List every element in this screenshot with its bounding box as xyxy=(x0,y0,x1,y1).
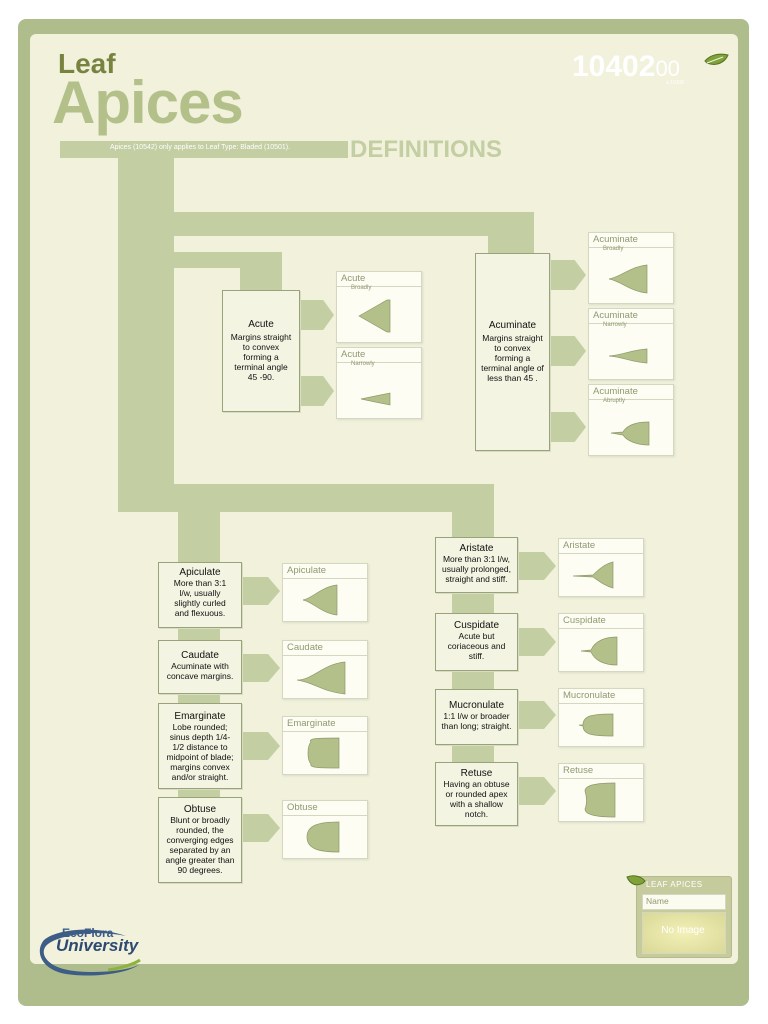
leaf-shape-obtuse xyxy=(306,821,340,853)
leaf-shape-acuminate-narrowly xyxy=(608,348,648,364)
thumb-acuminate-abruptly: Acuminate Abruptly xyxy=(588,384,674,456)
logo-line2: University xyxy=(56,936,139,955)
def-obtuse-text: Blunt or broadly rounded, the converging… xyxy=(165,815,235,875)
def-mucronulate-title: Mucronulate xyxy=(448,700,505,711)
thumb-apiculate: Apiculate xyxy=(282,563,368,622)
def-cuspidate-title: Cuspidate xyxy=(453,620,500,631)
connector-acuminate-v xyxy=(488,212,534,254)
logo-line1: EcoFlora xyxy=(62,926,114,940)
def-cuspidate-text: Acute but coriaceous and stiff. xyxy=(447,631,506,661)
def-acuminate-text: Margins straight to convex forming a ter… xyxy=(481,333,544,383)
thumb-acuminate-abruptly-title: Acuminate xyxy=(589,385,673,400)
thumb-obtuse-title: Obtuse xyxy=(283,801,367,816)
def-caudate-title: Caudate xyxy=(181,650,219,661)
thumb-acuminate-narrowly: Acuminate Narrowly xyxy=(588,308,674,380)
thumb-emarginate-title: Emarginate xyxy=(283,717,367,732)
thumb-acute-broadly: Acute Broadly xyxy=(336,271,422,343)
def-aristate-text: More than 3:1 l/w, usually prolonged, st… xyxy=(442,554,511,584)
thumb-aristate: Aristate xyxy=(558,538,644,597)
card-name-field xyxy=(642,894,726,910)
def-retuse-text: Having an obtuse or rounded apex with a … xyxy=(443,779,510,819)
connector-trunk xyxy=(118,158,174,510)
thumb-acute-broadly-sub: Broadly xyxy=(351,285,372,291)
thumb-emarginate: Emarginate xyxy=(282,716,368,775)
def-acute-text: Margins straight to convex forming a ter… xyxy=(230,332,292,382)
applies-note-bar xyxy=(60,141,348,158)
leaf-icon xyxy=(704,53,729,65)
def-acute: Acute Margins straight to convex forming… xyxy=(222,290,300,412)
code-suffix: 00 xyxy=(655,56,680,81)
thumb-caudate-title: Caudate xyxy=(283,641,367,656)
thumb-acuminate-narrowly-title: Acuminate xyxy=(589,309,673,324)
code-main: 10402 xyxy=(572,50,656,83)
code-sub: a 10106 xyxy=(666,80,685,86)
thumb-retuse: Retuse xyxy=(558,763,644,822)
card-image-placeholder xyxy=(642,912,726,954)
def-mucronulate-text: 1:1 l/w or broader than long; straight. xyxy=(441,711,512,731)
def-acuminate: Acuminate Margins straight to convex for… xyxy=(475,253,550,451)
leaf-shape-aristate xyxy=(572,561,614,589)
def-obtuse: Obtuse Blunt or broadly rounded, the con… xyxy=(158,797,242,883)
thumb-obtuse: Obtuse xyxy=(282,800,368,859)
def-retuse-title: Retuse xyxy=(460,768,493,779)
def-mucronulate: Mucronulate 1:1 l/w or broader than long… xyxy=(435,689,518,745)
def-acute-title: Acute xyxy=(248,319,274,330)
def-emarginate-title: Emarginate xyxy=(174,711,226,722)
ecoflora-logo-swoosh xyxy=(39,929,141,976)
leaf-shape-acute-narrowly xyxy=(360,392,391,406)
def-retuse: Retuse Having an obtuse or rounded apex … xyxy=(435,762,518,826)
thumb-cuspidate: Cuspidate xyxy=(558,613,644,672)
def-caudate: Caudate Acuminate with concave margins. xyxy=(158,640,242,694)
thumb-acute-narrowly-sub: Narrowly xyxy=(351,361,375,367)
leaf-shape-cuspidate xyxy=(580,636,618,666)
thumb-apiculate-title: Apiculate xyxy=(283,564,367,579)
def-aristate-title: Aristate xyxy=(459,543,494,554)
thumb-acuminate-abruptly-sub: Abruptly xyxy=(603,398,626,404)
code-number: 1040200 xyxy=(572,50,680,84)
def-cuspidate: Cuspidate Acute but coriaceous and stiff… xyxy=(435,613,518,671)
leaf-shape-acute-broadly xyxy=(358,299,391,333)
leaf-shape-mucronulate xyxy=(578,713,614,737)
thumb-acute-narrowly: Acute Narrowly xyxy=(336,347,422,419)
def-acuminate-title: Acuminate xyxy=(488,320,537,331)
card-leaf-icon xyxy=(626,875,646,886)
def-caudate-text: Acuminate with concave margins. xyxy=(166,661,234,681)
thumb-mucronulate-title: Mucronulate xyxy=(559,689,643,704)
leaf-shape-apiculate xyxy=(302,584,338,616)
card-heading: Leaf Apices xyxy=(646,880,703,889)
connector-acuminate-h xyxy=(174,212,534,236)
thumb-acuminate-narrowly-sub: Narrowly xyxy=(603,322,627,328)
card-name-label: Name xyxy=(646,896,669,906)
leaf-shape-emarginate xyxy=(307,737,340,769)
def-aristate: Aristate More than 3:1 l/w, usually prol… xyxy=(435,537,518,593)
title-small: Leaf xyxy=(58,48,116,79)
def-apiculate-title: Apiculate xyxy=(179,567,221,578)
definitions-heading: DEFINITIONS xyxy=(350,136,503,163)
def-emarginate-text: Lobe rounded; sinus depth 1/4-1/2 distan… xyxy=(166,722,234,782)
leaf-shape-retuse xyxy=(584,782,616,818)
connector-lower-h xyxy=(118,484,494,512)
thumb-caudate: Caudate xyxy=(282,640,368,699)
thumb-acute-narrowly-title: Acute xyxy=(337,348,421,363)
connector-acute-v xyxy=(240,252,282,292)
applies-note: Apices (10542) only applies to Leaf Type… xyxy=(110,144,291,151)
thumb-acute-broadly-title: Acute xyxy=(337,272,421,287)
thumb-acuminate-broadly-title: Acuminate xyxy=(589,233,673,248)
def-apiculate: Apiculate More than 3:1 l/w, usually sli… xyxy=(158,562,242,628)
thumb-acuminate-broadly-sub: Broadly xyxy=(603,246,624,252)
thumb-acuminate-broadly: Acuminate Broadly xyxy=(588,232,674,304)
leaf-shape-acuminate-abruptly xyxy=(610,421,650,446)
thumb-cuspidate-title: Cuspidate xyxy=(559,614,643,629)
leaf-shape-caudate xyxy=(296,661,346,695)
def-emarginate: Emarginate Lobe rounded; sinus depth 1/4… xyxy=(158,703,242,789)
def-obtuse-title: Obtuse xyxy=(183,804,217,815)
thumb-retuse-title: Retuse xyxy=(559,764,643,779)
card-no-image: No Image xyxy=(661,925,705,936)
leaf-shape-acuminate-broadly xyxy=(608,264,648,294)
title-large: Apices xyxy=(52,69,244,136)
thumb-aristate-title: Aristate xyxy=(559,539,643,554)
def-apiculate-text: More than 3:1 l/w, usually slightly curl… xyxy=(173,578,227,618)
thumb-mucronulate: Mucronulate xyxy=(558,688,644,747)
